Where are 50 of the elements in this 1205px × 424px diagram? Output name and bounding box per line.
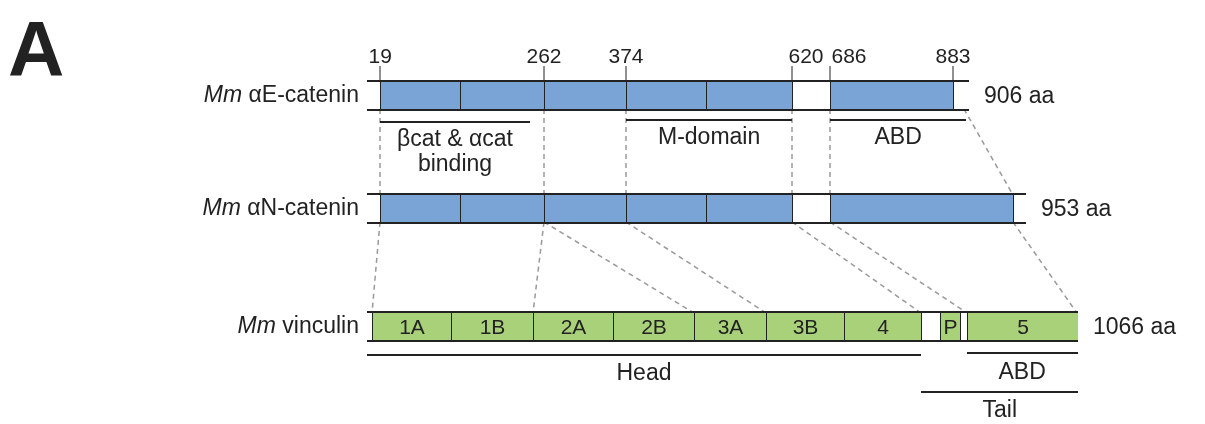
protein-bar [367, 311, 1078, 342]
residue-number: 620 [788, 45, 824, 66]
domain-segment [626, 82, 706, 109]
domain-segment: P [940, 313, 960, 340]
domain-label: M-domain [658, 124, 761, 150]
domain-segment: 1A [372, 313, 451, 340]
residue-number: 374 [608, 45, 644, 66]
protein-name: Mm αE-catenin [203, 82, 359, 108]
linker-segment [367, 313, 372, 340]
protein-length: 906 aa [984, 83, 1055, 109]
domain-segment: 3A [694, 313, 766, 340]
leader-line [791, 65, 793, 83]
domain-segment [460, 82, 544, 109]
residue-number: 262 [526, 45, 562, 66]
domain-segment: 1B [451, 313, 533, 340]
leader-line [379, 65, 381, 83]
domain-segment [460, 195, 544, 222]
leader-line [625, 65, 627, 83]
residue-number: 19 [368, 45, 392, 66]
leader-line [543, 65, 545, 83]
domain-segment [380, 195, 460, 222]
domain-segment [544, 82, 626, 109]
domain-segment: 4 [844, 313, 921, 340]
protein-length: 953 aa [1041, 196, 1112, 222]
domain-label: Tail [982, 397, 1017, 423]
domain-segment [706, 82, 792, 109]
protein-length: 1066 aa [1093, 314, 1177, 340]
domain-segment [626, 195, 706, 222]
domain-segment: 3B [766, 313, 844, 340]
domain-label: Head [616, 360, 672, 386]
residue-number: 686 [831, 45, 867, 66]
domain-segment [830, 195, 1013, 222]
domain-label: ABD [998, 359, 1046, 385]
domain-segment [380, 82, 460, 109]
domain-segment [544, 195, 626, 222]
leader-line [829, 65, 831, 83]
domain-segment: 2A [533, 313, 613, 340]
domain-segment [830, 82, 953, 109]
residue-number: 883 [935, 45, 971, 66]
domain-segment: 5 [967, 313, 1078, 340]
domain-segment: 2B [613, 313, 694, 340]
linker-segment [1013, 195, 1026, 222]
domain-label: βcat & αcat binding [396, 126, 514, 177]
protein-name: Mm vinculin [237, 313, 359, 339]
domain-label: ABD [874, 124, 922, 150]
domain-segment [706, 195, 792, 222]
panel-letter: A [8, 10, 65, 88]
protein-name: Mm αN-catenin [202, 195, 359, 221]
linker-segment [953, 82, 969, 109]
leader-line [952, 65, 954, 83]
